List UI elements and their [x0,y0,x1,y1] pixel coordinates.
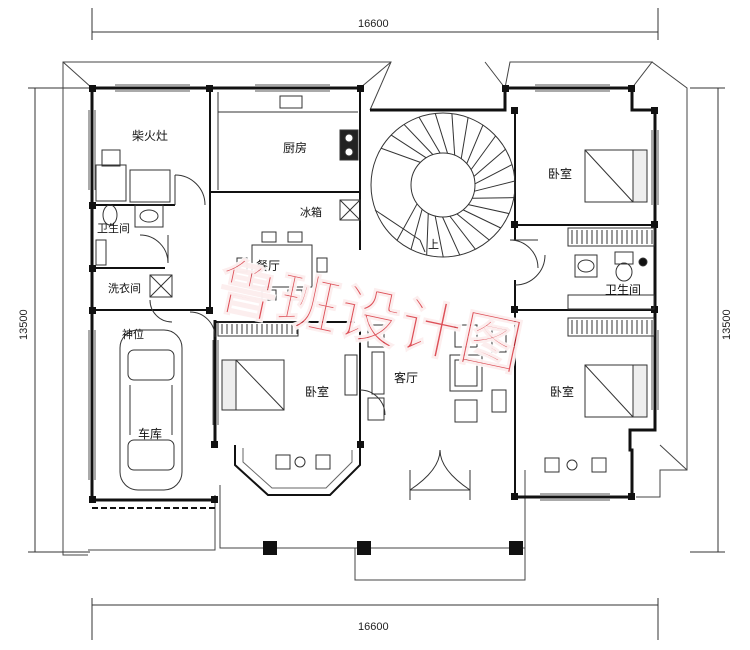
stair-tread [460,117,469,159]
stair-tread [390,134,427,159]
room-label-bedroom-bottom-right: 卧室 [550,384,574,399]
room-label-laundry: 洗衣间 [108,281,141,295]
stair-tread [449,215,476,250]
bed-left [221,359,331,470]
stair-tread [468,204,510,215]
stair-tread [434,215,444,258]
stair-tread [472,197,514,199]
bay-window [234,445,361,496]
bed-top-right [584,149,648,203]
room-label-bathroom-left: 卫生间 [97,221,130,235]
wardrobes [217,227,655,337]
stair-tread [380,147,421,163]
room-label-fridge: 冰箱 [300,205,322,219]
windows [88,84,659,501]
stair-tread [396,203,418,241]
stair-tread [403,124,434,155]
room-label-firewood-stove: 柴火灶 [132,129,168,143]
bath-right-fixtures [574,251,648,282]
top-dimension: 16600 [358,18,389,30]
spiral-staircase [370,112,516,258]
stair-tread [442,216,461,256]
dimension-lines [28,8,725,640]
stair-tread [473,148,506,177]
left-dimension: 13500 [18,309,30,340]
stair-tread [456,213,490,241]
interior-doors [139,174,546,416]
laundry-fixtures [149,274,173,298]
dining-table [236,231,328,301]
right-dimension: 13500 [721,309,733,340]
stair-tread [474,164,513,185]
bath-left-fixtures [95,204,164,266]
stair-tread [426,213,429,256]
entry-doors [409,449,471,500]
room-label-shrine: 神位 [122,327,144,341]
stair-tread [466,124,484,164]
living-furniture [344,324,507,423]
exterior-walls [90,86,657,502]
stair-tread [474,180,516,192]
room-label-living: 客厅 [394,370,418,385]
stair-tread [434,113,449,154]
stair-up-label: 上 [428,238,439,251]
stair-tread [451,113,456,156]
kitchen-fixtures [217,92,361,221]
room-label-bathroom-right: 卫生间 [605,283,641,297]
bed-bottom-right [544,364,648,473]
room-label-bedroom-top-right: 卧室 [548,166,572,181]
room-label-bedroom-left: 卧室 [305,384,329,399]
room-label-garage: 车库 [138,426,162,441]
bottom-dimension: 16600 [358,621,389,633]
stove-fixtures [95,149,171,203]
watermark: 鲁班设计图 [210,249,528,385]
car [119,329,183,491]
room-label-kitchen: 厨房 [283,140,307,155]
room-label-dining: 餐厅 [256,258,280,273]
stair-tread [410,209,423,250]
stair-tread [418,116,441,154]
stair-tread [462,209,501,229]
stair-tread [470,135,497,170]
